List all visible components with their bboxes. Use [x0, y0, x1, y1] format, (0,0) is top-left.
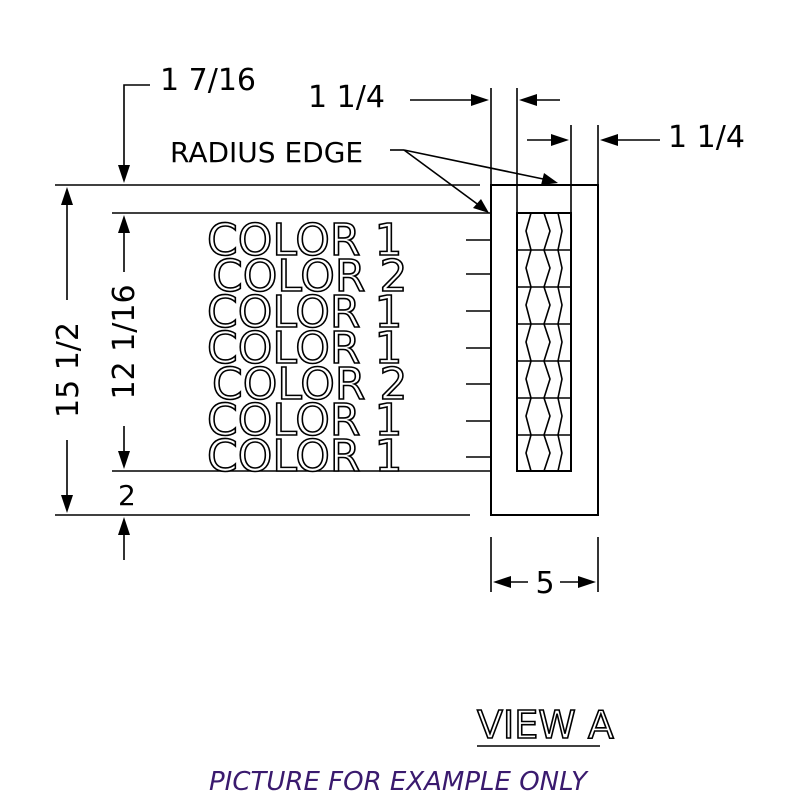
- band-ticks: [466, 239, 491, 458]
- overall-width-dim: 5: [535, 566, 554, 601]
- color-band-label: COLOR 1: [207, 323, 403, 374]
- color-band-label: COLOR 1: [207, 395, 403, 446]
- top-offset-dim: 1 7/16: [160, 63, 256, 98]
- frame-width-dim: 1 1/4: [668, 120, 745, 155]
- color-band-label: COLOR 2: [212, 251, 408, 302]
- view-label: VIEW A: [477, 703, 614, 747]
- inner-width-dim: 1 1/4: [308, 80, 385, 115]
- bottom-offset-dim: 2: [118, 479, 136, 512]
- example-footnote: PICTURE FOR EXAMPLE ONLY: [209, 767, 589, 797]
- color-band-label: COLOR 1: [207, 431, 403, 482]
- lens-pattern: [517, 212, 571, 472]
- overall-height-dim: 15 1/2: [51, 322, 86, 418]
- color-band-label: COLOR 1: [207, 287, 403, 338]
- color-band-label: COLOR 2: [212, 359, 408, 410]
- outer-panel: [490, 184, 599, 516]
- color-band-labels: COLOR 1 COLOR 2 COLOR 1 COLOR 1 COLOR 2 …: [206, 214, 408, 483]
- inner-height-dim: 12 1/16: [107, 284, 142, 399]
- radius-edge-callout: RADIUS EDGE: [170, 136, 363, 169]
- color-band-label: COLOR 1: [207, 215, 403, 266]
